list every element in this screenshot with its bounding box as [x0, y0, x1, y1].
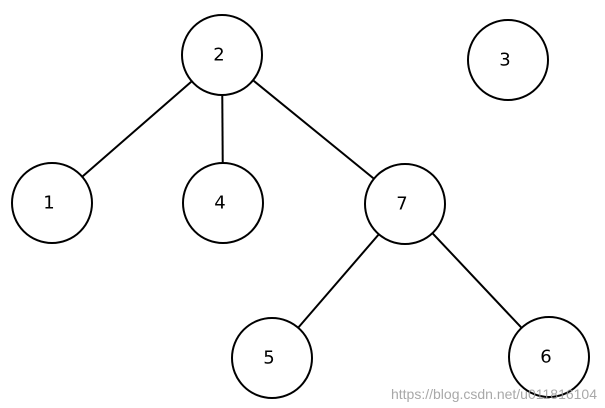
node-label-7: 7 [396, 194, 407, 215]
node-6: 6 [508, 316, 590, 398]
node-circle-5 [231, 317, 313, 399]
node-circle-6 [508, 316, 590, 398]
node-7: 7 [364, 163, 446, 245]
edge-2-1 [81, 80, 193, 178]
edge-2-7 [252, 79, 375, 180]
node-circle-2 [181, 14, 263, 96]
node-3: 3 [467, 19, 549, 101]
node-4: 4 [182, 162, 264, 244]
edge-7-5 [297, 233, 380, 329]
node-circle-7 [364, 163, 446, 245]
node-label-2: 2 [213, 45, 224, 66]
edge-7-6 [431, 232, 523, 329]
node-label-6: 6 [540, 347, 551, 368]
node-label-4: 4 [214, 193, 225, 214]
watermark-text: https://blog.csdn.net/u011816104 [390, 386, 597, 402]
node-2: 2 [181, 14, 263, 96]
node-label-5: 5 [263, 348, 274, 369]
node-1: 1 [11, 162, 93, 244]
node-5: 5 [231, 317, 313, 399]
node-circle-3 [467, 19, 549, 101]
node-circle-1 [11, 162, 93, 244]
node-label-3: 3 [499, 50, 510, 71]
node-label-1: 1 [43, 193, 54, 214]
edges-layer [81, 79, 523, 329]
nodes-layer: 2 3 1 4 7 5 6 [11, 14, 590, 399]
node-circle-4 [182, 162, 264, 244]
